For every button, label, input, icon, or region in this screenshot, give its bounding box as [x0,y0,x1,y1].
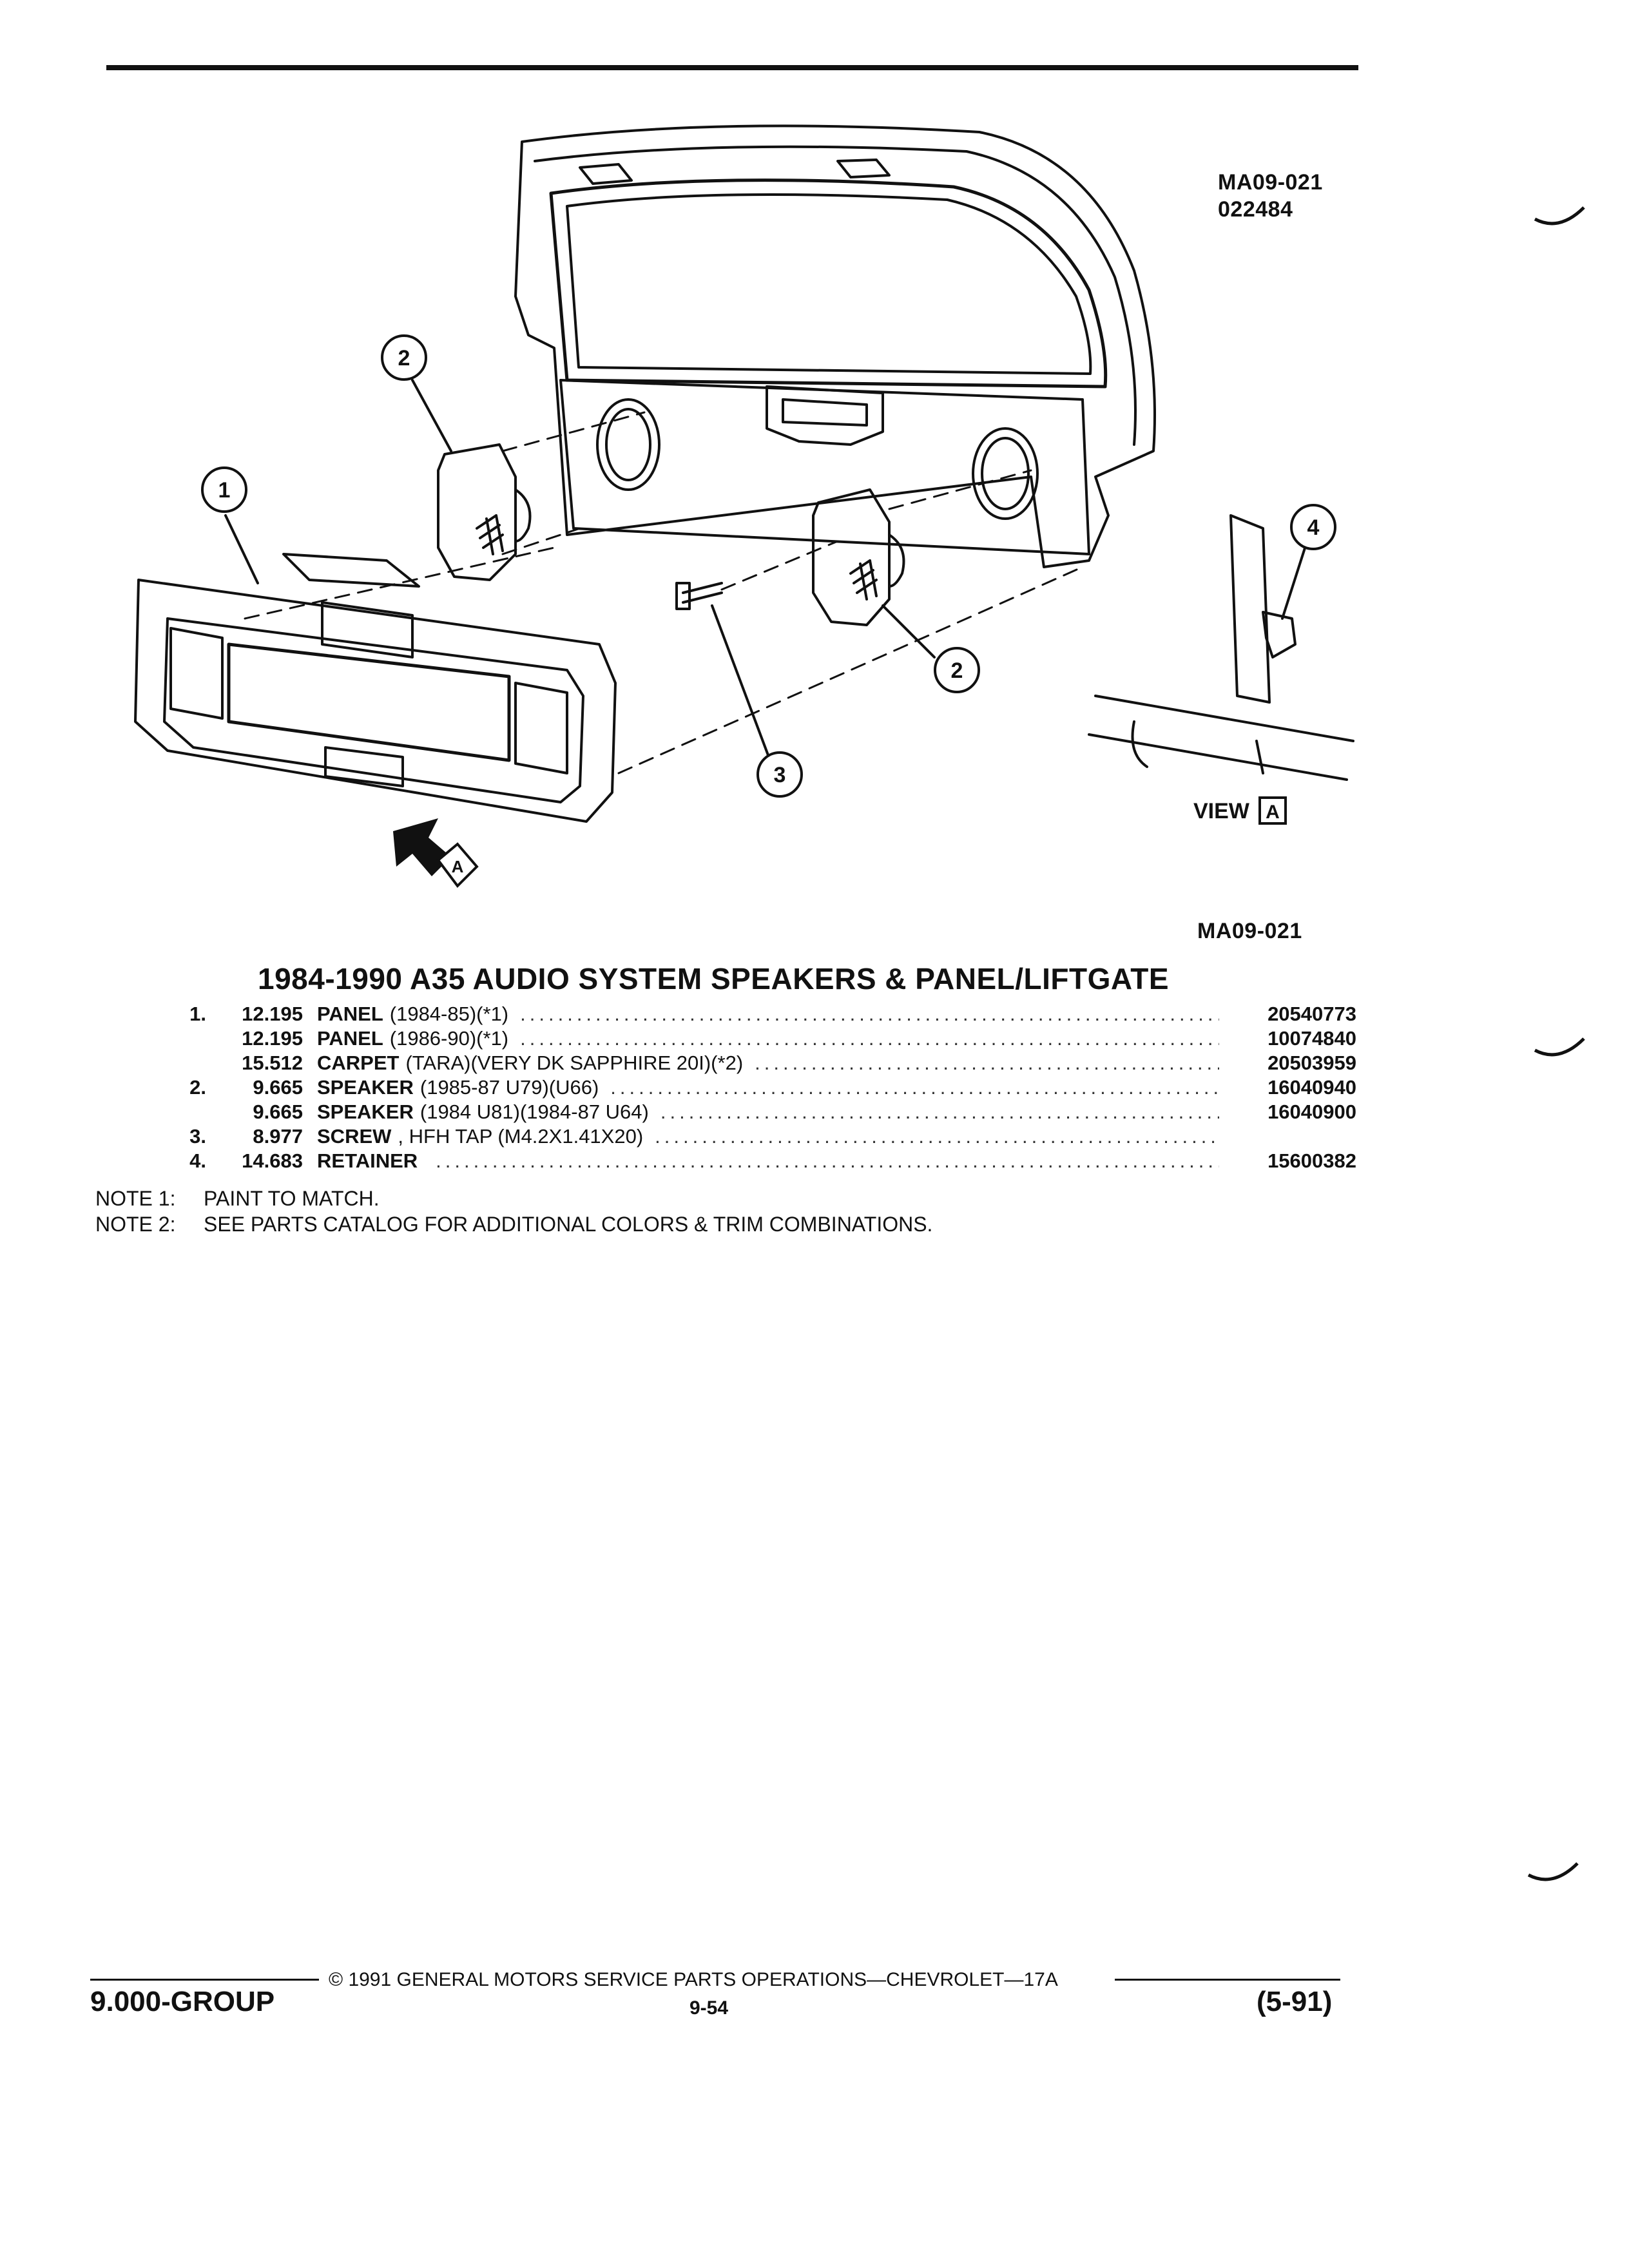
page-title: 1984-1990 A35 AUDIO SYSTEM SPEAKERS & PA… [258,962,1169,995]
note-row: NOTE 1: PAINT TO MATCH. [95,1186,932,1211]
list-item: 15.512 CARPET (TARA)(VERY DK SAPPHIRE 20… [168,1050,1356,1075]
item-code: 9.665 [253,1076,303,1099]
part-number: 10074840 [1268,1027,1356,1050]
note-text: SEE PARTS CATALOG FOR ADDITIONAL COLORS … [204,1213,933,1236]
leader-dots: ........................................… [520,1027,1219,1050]
list-item: 3. 8.977 SCREW , HFH TAP (M4.2X1.41X20) … [168,1124,1356,1148]
leader-dots: ........................................… [610,1076,1219,1099]
view-direction-arrow: A [393,818,479,889]
item-index: 4. [189,1149,206,1172]
exploded-parts-diagram: 1 2 2 3 4 VIEW A A [134,124,1354,889]
view-label: VIEW [1193,799,1250,823]
leader-dots: ........................................… [520,1003,1219,1025]
front-trim-panel [134,553,617,823]
part-number: 20540773 [1268,1003,1356,1025]
callout-3: 3 [774,763,786,787]
footer-rule-left [90,1979,319,1981]
screw [675,582,723,610]
item-index: 3. [189,1125,206,1148]
item-name: PANEL [317,1027,383,1050]
footer-date: (5-91) [1257,1986,1333,2017]
item-code: 15.512 [242,1052,303,1074]
left-speaker [437,443,532,581]
right-speaker [812,488,905,626]
binder-mark-icon [1534,206,1585,226]
top-rule [106,65,1358,70]
footer-copyright: © 1991 GENERAL MOTORS SERVICE PARTS OPER… [329,1969,1058,1990]
callout-leaders [224,379,1309,762]
item-name: RETAINER [317,1149,418,1172]
binder-mark-icon [1534,1037,1585,1057]
callout-1: 1 [218,478,231,503]
note-text: PAINT TO MATCH. [204,1187,380,1210]
list-item: 2. 9.665 SPEAKER (1985-87 U79)(U66) ....… [168,1075,1356,1099]
item-description: (1985-87 U79)(U66) [419,1076,599,1099]
part-number: 16040900 [1268,1100,1356,1123]
page-number: 9-54 [689,1997,729,2019]
parts-list: 1. 12.195 PANEL (1984-85)(*1) ..........… [168,1001,1356,1173]
view-letter: A [1266,802,1280,823]
arrow-letter: A [452,857,464,876]
item-name: CARPET [317,1052,400,1074]
note-label: NOTE 1: [95,1187,176,1210]
figure-date-code: 022484 [1218,197,1293,222]
note-row: NOTE 2: SEE PARTS CATALOG FOR ADDITIONAL … [95,1211,932,1237]
assembly-lines [244,411,1084,774]
item-description: (1986-90)(*1) [389,1027,509,1050]
part-number: 15600382 [1268,1149,1356,1172]
item-name: SPEAKER [317,1076,414,1099]
item-description: (1984 U81)(1984-87 U64) [419,1100,649,1123]
item-description: (TARA)(VERY DK SAPPHIRE 20I)(*2) [405,1052,744,1074]
footer-group: 9.000-GROUP [90,1986,275,2017]
note-label: NOTE 2: [95,1213,176,1236]
item-code: 8.977 [253,1125,303,1148]
leader-dots: ........................................… [755,1052,1219,1074]
list-item: 12.195 PANEL (1986-90)(*1) .............… [168,1026,1356,1050]
item-description: (1984-85)(*1) [389,1003,509,1025]
item-code: 12.195 [242,1027,303,1050]
callout-2-right: 2 [951,658,963,683]
item-code: 9.665 [253,1100,303,1123]
leader-dots: ........................................… [655,1125,1219,1148]
item-code: 14.683 [242,1149,303,1172]
leader-dots: ........................................… [436,1149,1219,1172]
item-index: 2. [189,1076,206,1099]
liftgate-frame [514,124,1156,568]
part-number: 16040940 [1268,1076,1356,1099]
item-name: SPEAKER [317,1100,414,1123]
view-a-detail [1088,514,1354,781]
item-description: , HFH TAP (M4.2X1.41X20) [398,1125,644,1148]
item-name: SCREW [317,1125,392,1148]
figure-code-bottom: MA09-021 [1197,919,1302,943]
callout-4: 4 [1307,515,1320,540]
part-number: 20503959 [1268,1052,1356,1074]
figure-code: MA09-021 [1218,170,1323,195]
item-name: PANEL [317,1003,383,1025]
list-item: 9.665 SPEAKER (1984 U81)(1984-87 U64) ..… [168,1099,1356,1124]
list-item: 1. 12.195 PANEL (1984-85)(*1) ..........… [168,1001,1356,1026]
list-item: 4. 14.683 RETAINER .....................… [168,1148,1356,1173]
item-index: 1. [189,1003,206,1025]
footer-rule-right [1115,1979,1340,1981]
binder-mark-icon [1527,1862,1579,1881]
leader-dots: ........................................… [660,1100,1219,1123]
callout-2-left: 2 [398,346,410,370]
item-code: 12.195 [242,1003,303,1025]
speaker-mount-panel [559,379,1090,555]
notes: NOTE 1: PAINT TO MATCH. NOTE 2: SEE PARTS … [95,1186,932,1237]
